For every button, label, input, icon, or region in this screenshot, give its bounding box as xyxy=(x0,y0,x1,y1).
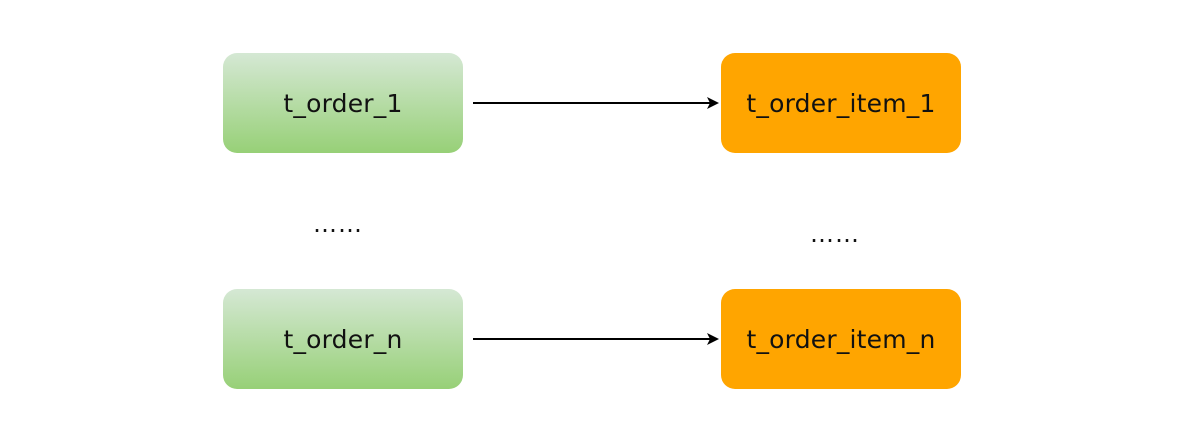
node-t-order-n: t_order_n xyxy=(223,289,463,389)
node-t-order-item-n-label: t_order_item_n xyxy=(746,324,936,354)
node-t-order-item-n: t_order_item_n xyxy=(721,289,961,389)
node-t-order-n-label: t_order_n xyxy=(283,324,403,354)
node-t-order-1: t_order_1 xyxy=(223,53,463,153)
ellipsis-left: …… xyxy=(313,210,363,238)
node-t-order-item-1: t_order_item_1 xyxy=(721,53,961,153)
ellipsis-right: …… xyxy=(810,220,860,248)
node-t-order-1-label: t_order_1 xyxy=(283,88,403,118)
node-t-order-item-1-label: t_order_item_1 xyxy=(746,88,936,118)
